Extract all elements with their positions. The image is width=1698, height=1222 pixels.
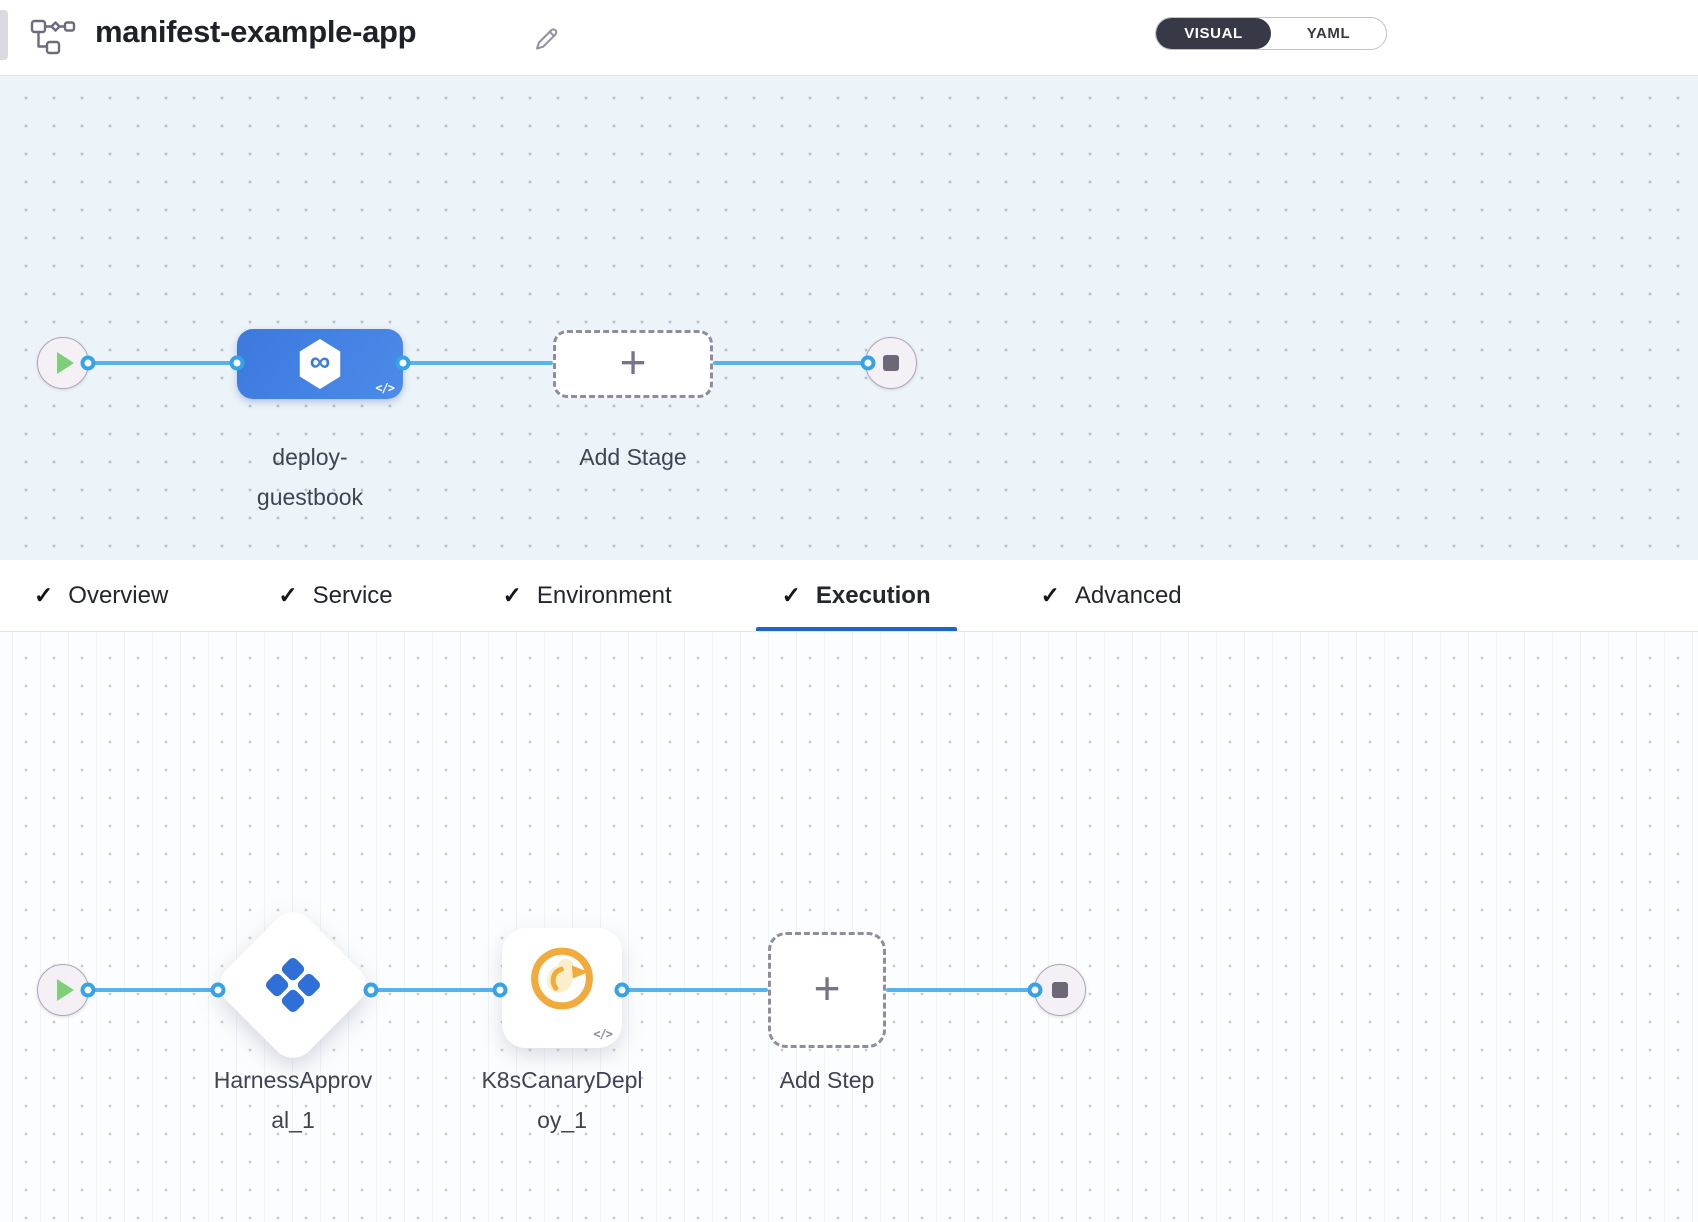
tab-label: Service — [312, 581, 393, 609]
execution-start-node — [37, 964, 89, 1016]
tab-advanced[interactable]: ✓ Advanced — [1015, 560, 1208, 631]
cd-stage-hexagon-icon: ∞ — [299, 339, 341, 389]
pipeline-icon — [30, 19, 76, 55]
connector-line — [403, 361, 553, 365]
tab-environment[interactable]: ✓ Environment — [477, 560, 698, 631]
connection-point — [614, 982, 630, 998]
plus-icon: + — [813, 962, 841, 1014]
stage-graph-canvas: ∞ </> + deploy- guestbook Add Stage — [0, 76, 1698, 560]
tab-label: Overview — [68, 581, 169, 609]
step-name-label: HarnessApprov al_1 — [213, 1067, 373, 1133]
yaml-toggle-button[interactable]: YAML — [1306, 25, 1351, 42]
connector-line — [371, 988, 502, 992]
check-icon: ✓ — [502, 582, 522, 608]
left-edge-strip — [0, 10, 8, 60]
tab-label: Environment — [536, 581, 672, 609]
infinity-icon: ∞ — [309, 346, 331, 378]
add-step-button[interactable]: + — [768, 932, 886, 1048]
connector-line — [88, 361, 237, 365]
stage-config-tabbar: ✓ Overview ✓ Service ✓ Environment ✓ Exe… — [0, 560, 1698, 632]
page-title: manifest-example-app — [95, 14, 417, 49]
stage-node-deploy-guestbook[interactable]: ∞ </> — [237, 329, 403, 399]
connection-point — [860, 355, 876, 371]
connection-point — [395, 355, 411, 371]
tab-overview[interactable]: ✓ Overview — [8, 560, 194, 631]
code-badge-icon: </> — [593, 1027, 613, 1041]
step-node-harness-approval[interactable] — [210, 902, 376, 1068]
plus-icon: + — [619, 336, 647, 388]
connector-line — [713, 361, 868, 365]
add-stage-button[interactable]: + — [553, 330, 713, 398]
execution-graph-canvas: </> + HarnessApprov al_1 K8sCanaryDepl o… — [0, 632, 1698, 1222]
connection-point — [363, 982, 379, 998]
connector-line — [88, 988, 218, 992]
stage-name-label: deploy- guestbook — [256, 444, 364, 510]
canary-step-icon — [527, 943, 597, 1018]
connection-point — [492, 982, 508, 998]
connection-point — [1027, 982, 1043, 998]
check-icon: ✓ — [1040, 582, 1060, 608]
header: manifest-example-app VISUAL YAML — [0, 0, 1698, 76]
connection-point — [80, 355, 96, 371]
pipeline-start-node — [37, 337, 89, 389]
play-icon — [57, 352, 74, 374]
connector-line — [886, 988, 1035, 992]
step-node-k8s-canary-deploy[interactable]: </> — [502, 928, 622, 1048]
check-icon: ✓ — [781, 582, 801, 608]
stop-icon — [883, 355, 899, 371]
play-icon — [57, 979, 74, 1001]
view-toggle: VISUAL YAML — [1155, 17, 1387, 50]
tab-service[interactable]: ✓ Service — [252, 560, 418, 631]
check-icon: ✓ — [278, 582, 298, 608]
add-step-label: Add Step — [779, 1067, 875, 1093]
tab-label: Advanced — [1074, 581, 1182, 609]
tab-label: Execution — [815, 581, 931, 609]
step-name-label: K8sCanaryDepl oy_1 — [481, 1067, 643, 1133]
connection-point — [229, 355, 245, 371]
code-badge-icon: </> — [375, 381, 395, 395]
tab-execution[interactable]: ✓ Execution — [755, 560, 957, 631]
stop-icon — [1052, 982, 1068, 998]
check-icon: ✓ — [34, 582, 54, 608]
edit-pencil-icon[interactable] — [532, 20, 560, 50]
connector-line — [622, 988, 768, 992]
connection-point — [80, 982, 96, 998]
connection-point — [210, 982, 226, 998]
add-stage-label: Add Stage — [579, 444, 687, 470]
visual-toggle-button[interactable]: VISUAL — [1156, 18, 1271, 49]
